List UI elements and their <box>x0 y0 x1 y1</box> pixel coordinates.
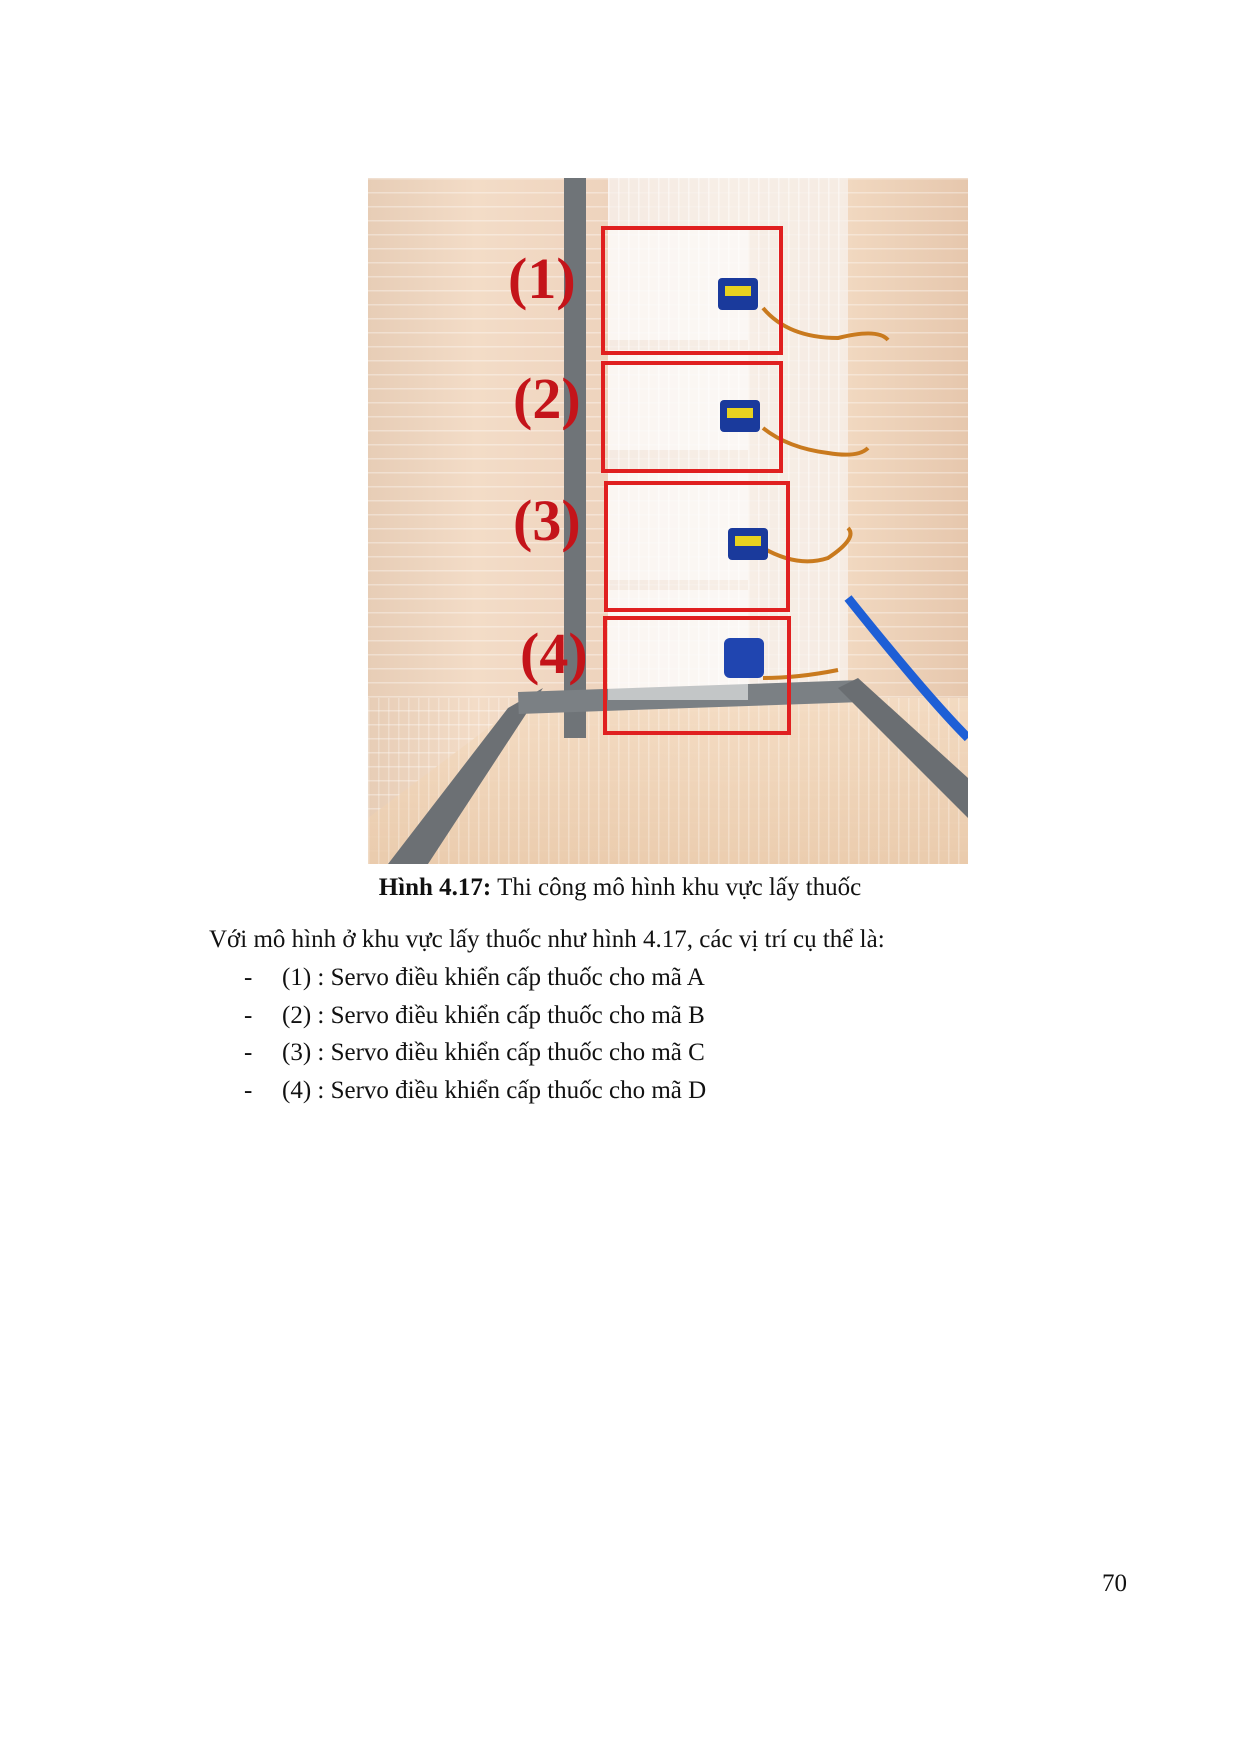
servo-icon <box>728 528 768 560</box>
list-item-text: (3) : Servo điều khiển cấp thuốc cho mã … <box>282 1039 705 1066</box>
list-item-text: (4) : Servo điều khiển cấp thuốc cho mã … <box>282 1076 707 1104</box>
caption-text: Thi công mô hình khu vực lấy thuốc <box>491 874 862 901</box>
list-item-text: (1) : Servo điều khiển cấp thuốc cho mã … <box>282 964 705 991</box>
servo-icon <box>720 400 760 432</box>
list-bullet: - <box>244 1039 253 1066</box>
highlight-box-3 <box>604 481 790 612</box>
page-number: 70 <box>1102 1570 1127 1597</box>
photo-illustration: (1) (2) (3) (4) <box>368 178 968 864</box>
highlight-box-4 <box>603 616 791 735</box>
list-bullet: - <box>244 1076 253 1104</box>
figure-label-4: (4) <box>520 621 588 686</box>
list-bullet: - <box>244 964 253 991</box>
highlight-box-1 <box>601 226 783 355</box>
list-item-text: (2) : Servo điều khiển cấp thuốc cho mã … <box>282 1001 705 1029</box>
figure-photo: (1) (2) (3) (4) <box>368 178 968 864</box>
figure-caption: Hình 4.17: Thi công mô hình khu vực lấy … <box>0 872 1240 904</box>
figure-label-2: (2) <box>513 366 581 431</box>
figure-label-1: (1) <box>508 246 576 311</box>
caption-label: Hình 4.17: <box>378 874 492 901</box>
intro-paragraph: Với mô hình ở khu vực lấy thuốc như hình… <box>209 926 885 953</box>
highlight-box-2 <box>601 361 783 473</box>
servo-icon <box>724 638 764 678</box>
servo-icon <box>718 278 758 310</box>
figure-label-3: (3) <box>513 488 581 553</box>
list-bullet: - <box>244 1001 253 1029</box>
pipe-vertical <box>564 178 586 738</box>
